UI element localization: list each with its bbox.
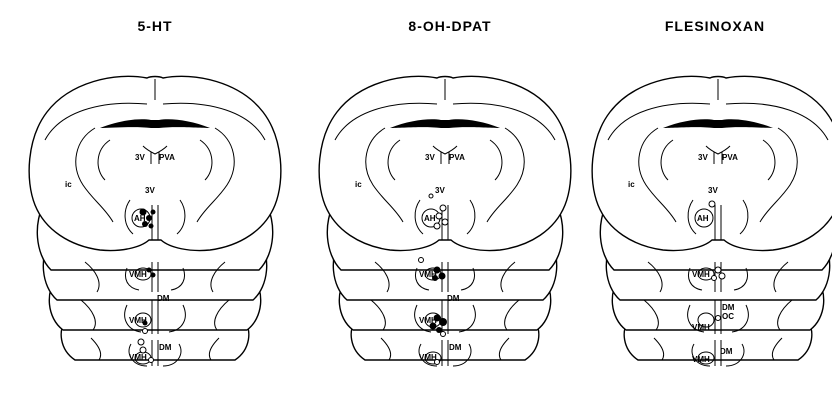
label-ic: ic	[65, 180, 72, 189]
label-ic: ic	[628, 180, 635, 189]
label-dm-1: DM	[447, 294, 460, 303]
label-dm-1: DM	[157, 294, 170, 303]
label-pva: PVA	[722, 153, 738, 162]
label-3v: 3V	[425, 153, 435, 162]
label-vmh-3: VMH	[692, 355, 710, 364]
label-3v: 3V	[698, 153, 708, 162]
label-ah: AH	[697, 214, 709, 223]
label-oc: OC	[722, 312, 734, 321]
panel-flesinoxan: 3V PVA ic 3V AH VMH DM OC VMH DM VMH	[592, 76, 832, 366]
label-pva: PVA	[449, 153, 465, 162]
panel-5ht: 3V PVA ic 3V AH VMH DM VMH DM VMH	[29, 76, 281, 366]
label-vmh-3: VMH	[419, 353, 437, 362]
label-3v: 3V	[135, 153, 145, 162]
label-ah: AH	[424, 214, 436, 223]
label-vmh-1: VMH	[692, 270, 710, 279]
label-dm-2: DM	[159, 343, 172, 352]
label-vmh-1: VMH	[129, 270, 147, 279]
panel-8ohdpat: 3V PVA ic 3V AH VMH DM VMH DM VMH	[319, 76, 571, 366]
label-vmh-2: VMH	[692, 323, 710, 332]
label-3v-2: 3V	[145, 186, 155, 195]
label-3v-2: 3V	[435, 186, 445, 195]
label-vmh-3: VMH	[129, 353, 147, 362]
label-dm-2: DM	[720, 347, 733, 356]
label-pva: PVA	[159, 153, 175, 162]
label-dm-2: DM	[449, 343, 462, 352]
label-dm-1: DM	[722, 303, 735, 312]
label-3v-2: 3V	[708, 186, 718, 195]
label-ic: ic	[355, 180, 362, 189]
